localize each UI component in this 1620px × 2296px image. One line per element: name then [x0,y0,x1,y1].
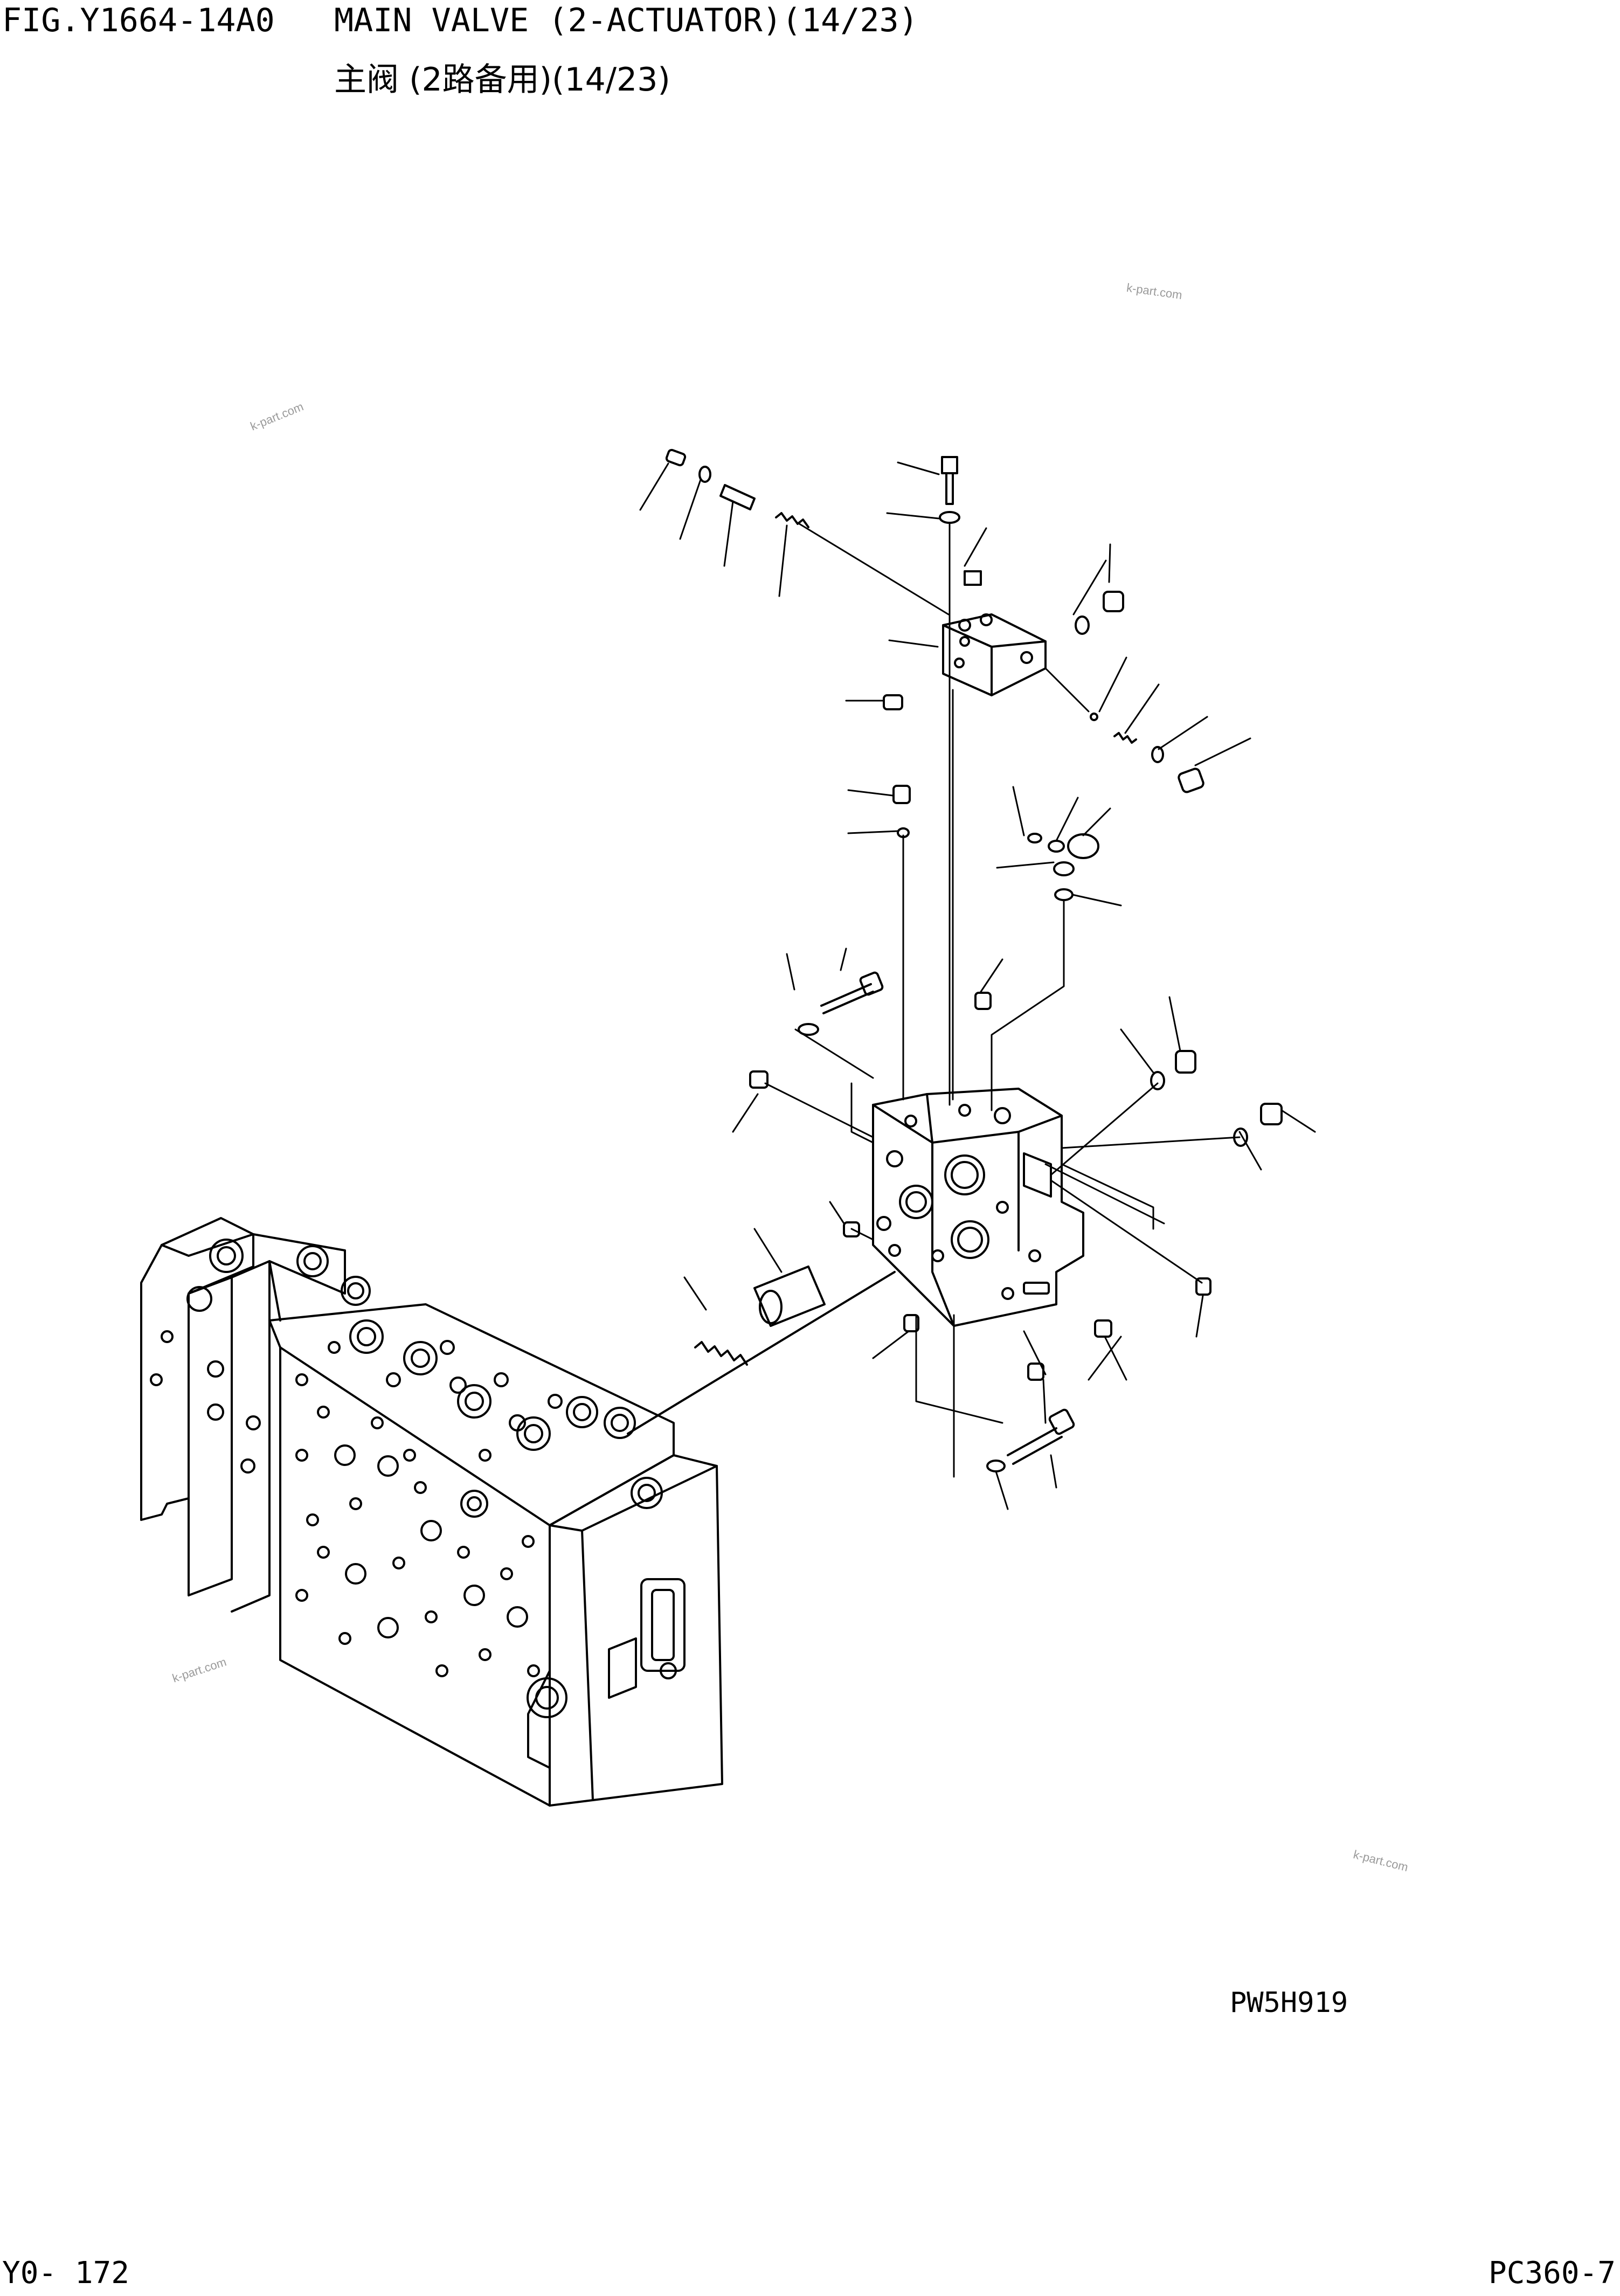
main-valve-body [140,1217,896,1807]
upper-manifold-block [942,613,1047,696]
valve-section [872,1088,1084,1327]
drawing-code: PW5H919 [1230,1987,1348,2019]
page-title-english: MAIN VALVE (2-ACTUATOR)(14/23) [334,2,918,39]
assembly-lines [764,522,1241,1478]
machine-model: PC360-7 [1489,2256,1616,2291]
figure-number: FIG.Y1664-14A0 [2,2,275,39]
page-title-chinese: 主阀 (2路备用)(14/23) [334,61,670,99]
page-number: Y0- 172 [2,2256,130,2291]
callout-leaders [639,461,1316,1510]
small-parts [665,448,1283,1472]
